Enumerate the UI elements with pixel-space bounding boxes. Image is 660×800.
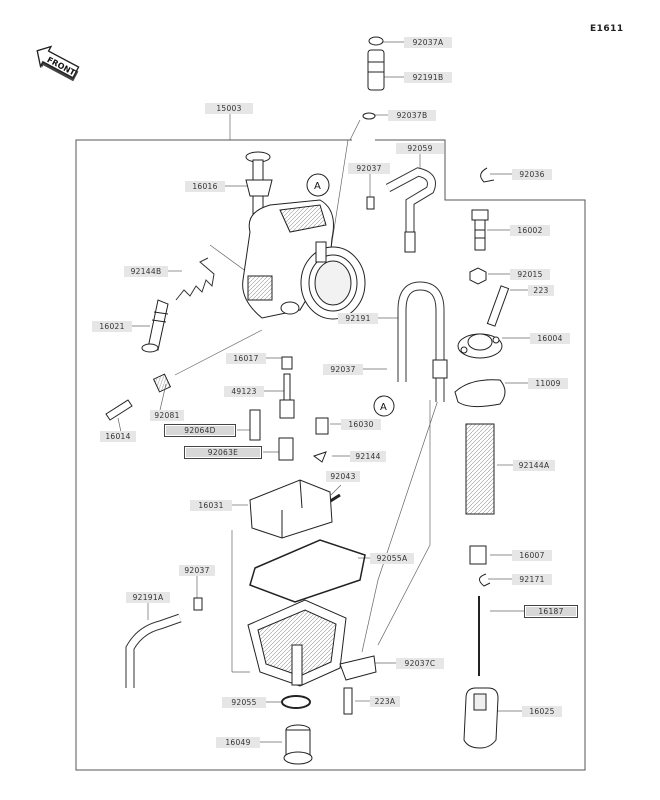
pilot-screw-spring-part [175,257,215,301]
callout-92055A: 92055A [370,553,414,564]
callout-223A: 223A [370,696,400,707]
callout-92055: 92055 [222,697,266,708]
throttle-valve-spring-part [465,423,495,515]
callout-16187: 16187 [524,605,578,618]
callout-92036: 92036 [512,169,552,180]
callout-16017: 16017 [226,353,266,364]
callout-16025: 16025 [522,706,562,717]
ref-mark-a-top: A [314,181,321,192]
callout-92037-low: 92037 [179,565,215,576]
callout-92037-top: 92037 [348,163,390,174]
callout-92037-mid: 92037 [323,364,363,375]
callout-92037A: 92037A [404,37,452,48]
callout-16021: 16021 [92,321,132,332]
callout-16007: 16007 [512,550,552,561]
float-part [249,479,333,539]
ref-mark-a-lower: A [380,402,387,413]
callout-16014: 16014 [100,431,136,442]
overflow-hose-part [397,281,445,402]
parts-artwork: A A [105,36,510,765]
callout-16049: 16049 [216,737,260,748]
throttle-valve-part [463,687,499,749]
assembly-outline [75,139,586,771]
drain-plug-part [283,724,313,765]
callout-49123: 49123 [224,386,264,397]
float-bowl-gasket-part [249,539,366,603]
callout-92171: 92171 [512,574,552,585]
callout-11009: 11009 [528,378,568,389]
callout-16030: 16030 [341,419,381,430]
throttle-valve-stack [454,209,510,408]
figure-id: E1611 [590,24,624,34]
callout-92191B: 92191B [404,72,452,83]
callout-92037C: 92037C [396,658,444,669]
air-screw-part [141,299,169,353]
callout-92063E: 92063E [184,446,262,459]
callout-223: 223 [528,285,554,296]
callout-92064D: 92064D [164,424,236,437]
callout-92059: 92059 [396,143,444,154]
cable-adjuster-part [362,36,385,120]
callout-16016: 16016 [185,181,225,192]
callout-92144A: 92144A [513,460,555,471]
callout-16031: 16031 [190,500,232,511]
front-direction-marker: FRONT [36,45,80,82]
callout-16002: 16002 [510,225,550,236]
callout-92191A: 92191A [126,592,170,603]
float-bowl-part [247,599,347,687]
callout-15003: 15003 [205,103,253,114]
carburetor-body-part: A [242,151,366,320]
callout-92015: 92015 [510,269,550,280]
callout-92144B: 92144B [124,266,168,277]
callout-92037B: 92037B [388,110,436,121]
leader-lines [117,41,530,743]
callout-92043: 92043 [326,471,360,482]
callout-16004: 16004 [530,333,570,344]
callout-92144: 92144 [350,451,386,462]
callout-92191: 92191 [338,313,378,324]
callout-92081: 92081 [150,410,184,421]
